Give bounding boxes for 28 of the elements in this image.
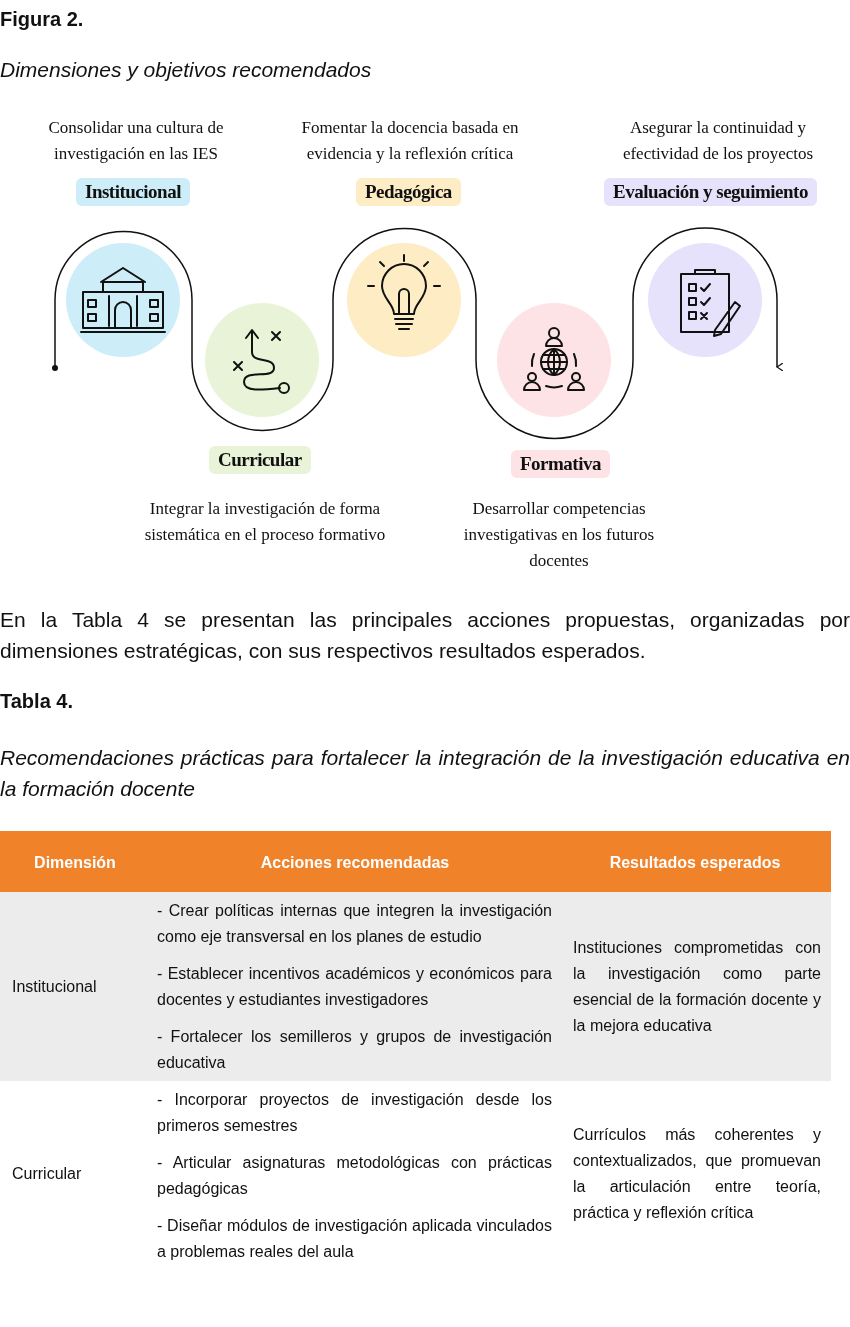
table-cell-text: - Establecer incentivos académicos y económicos para docentes y estudiantes investigadores bbox=[157, 964, 552, 1010]
column-header: Dimensión bbox=[33, 853, 117, 873]
table-cell-text: Instituciones comprometidas con la investigación como parte esencial de la formación docente y la mejora educativa bbox=[573, 937, 821, 1036]
column-header: Resultados esperados bbox=[608, 853, 782, 873]
objective-text: Asegurar la continuidad y efectividad de los proyectos bbox=[621, 117, 815, 165]
dimension-label: Evaluación y seguimiento bbox=[604, 178, 817, 206]
objective-text: Integrar la investigación de forma sistemática en el proceso formativo bbox=[143, 498, 387, 546]
table-cell-text: Curricular bbox=[12, 1163, 82, 1184]
table-cell-text: Institucional bbox=[12, 976, 97, 997]
dimension-label: Formativa bbox=[511, 450, 610, 478]
dimension-label: Curricular bbox=[209, 446, 311, 474]
table-title: Tabla 4. bbox=[0, 690, 73, 713]
table-caption: Recomendaciones prácticas para fortalecer la integración de la investigación educativa en la formación docente bbox=[0, 745, 850, 802]
table-cell-text: - Articular asignaturas metodológicas con prácticas pedagógicas bbox=[157, 1153, 552, 1199]
table-cell-text: - Fortalecer los semilleros y grupos de investigación educativa bbox=[157, 1027, 552, 1073]
body-paragraph: En la Tabla 4 se presentan las principales acciones propuestas, organizadas por dimensiones estratégicas, con sus respectivos resultados esperados. bbox=[0, 607, 850, 664]
figure-title: Figura 2. bbox=[0, 8, 84, 31]
dimension-label: Institucional bbox=[76, 178, 190, 206]
table-cell-text: - Crear políticas internas que integren la investigación como eje transversal en los planes de estudio bbox=[157, 901, 552, 947]
objective-text: Consolidar una cultura de investigación en las IES bbox=[47, 117, 225, 165]
objective-text: Desarrollar competencias investigativas en los futuros docentes bbox=[462, 498, 656, 572]
figure-caption: Dimensiones y objetivos recomendados bbox=[0, 58, 372, 82]
table-cell-text: - Diseñar módulos de investigación aplicada vinculados a problemas reales del aula bbox=[157, 1216, 552, 1262]
column-header: Acciones recomendadas bbox=[259, 853, 451, 873]
dimension-label: Pedagógica bbox=[356, 178, 461, 206]
objective-text: Fomentar la docencia basada en evidencia y la reflexión crítica bbox=[300, 117, 520, 165]
table-cell-text: - Incorporar proyectos de investigación desde los primeros semestres bbox=[157, 1090, 552, 1136]
table-cell-text: Currículos más coherentes y contextualizados, que promuevan la articulación entre teoría, práctica y reflexión crítica bbox=[573, 1124, 821, 1223]
